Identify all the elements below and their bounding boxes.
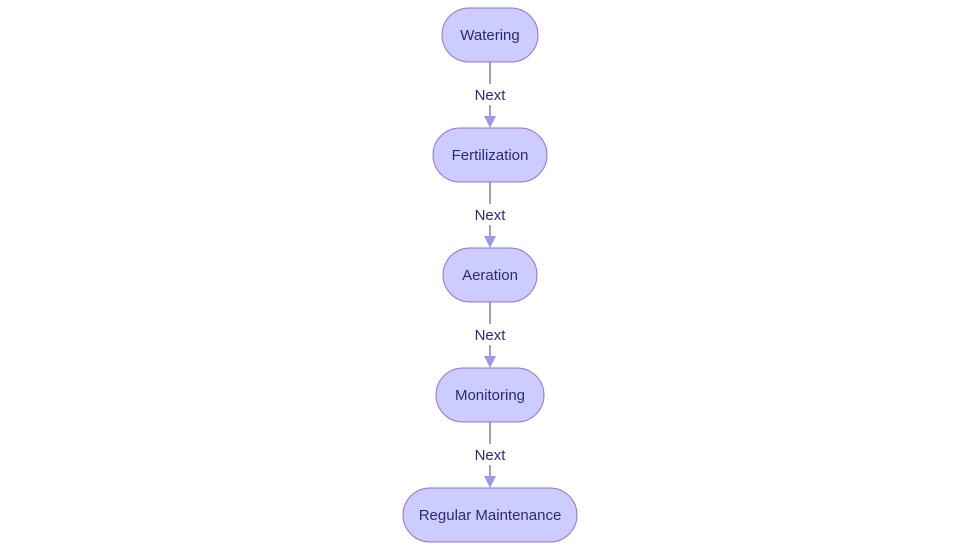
edge-label-4: Next <box>470 444 510 465</box>
edge-label-1: Next <box>470 84 510 105</box>
edge-label-text: Next <box>475 207 507 224</box>
node-watering: Watering <box>441 7 539 63</box>
edge-label-text: Next <box>475 87 507 104</box>
node-label: Watering <box>460 27 519 44</box>
edge-label-text: Next <box>475 327 507 344</box>
node-aeration: Aeration <box>442 247 538 303</box>
node-label: Regular Maintenance <box>419 507 562 524</box>
edge-label-3: Next <box>470 324 510 345</box>
node-regular-maintenance: Regular Maintenance <box>402 487 578 543</box>
node-fertilization: Fertilization <box>432 127 548 183</box>
edge-label-2: Next <box>470 204 510 225</box>
node-label: Aeration <box>462 267 518 284</box>
node-monitoring: Monitoring <box>435 367 545 423</box>
node-label: Monitoring <box>455 387 525 404</box>
edge-label-text: Next <box>475 447 507 464</box>
node-label: Fertilization <box>452 147 529 164</box>
